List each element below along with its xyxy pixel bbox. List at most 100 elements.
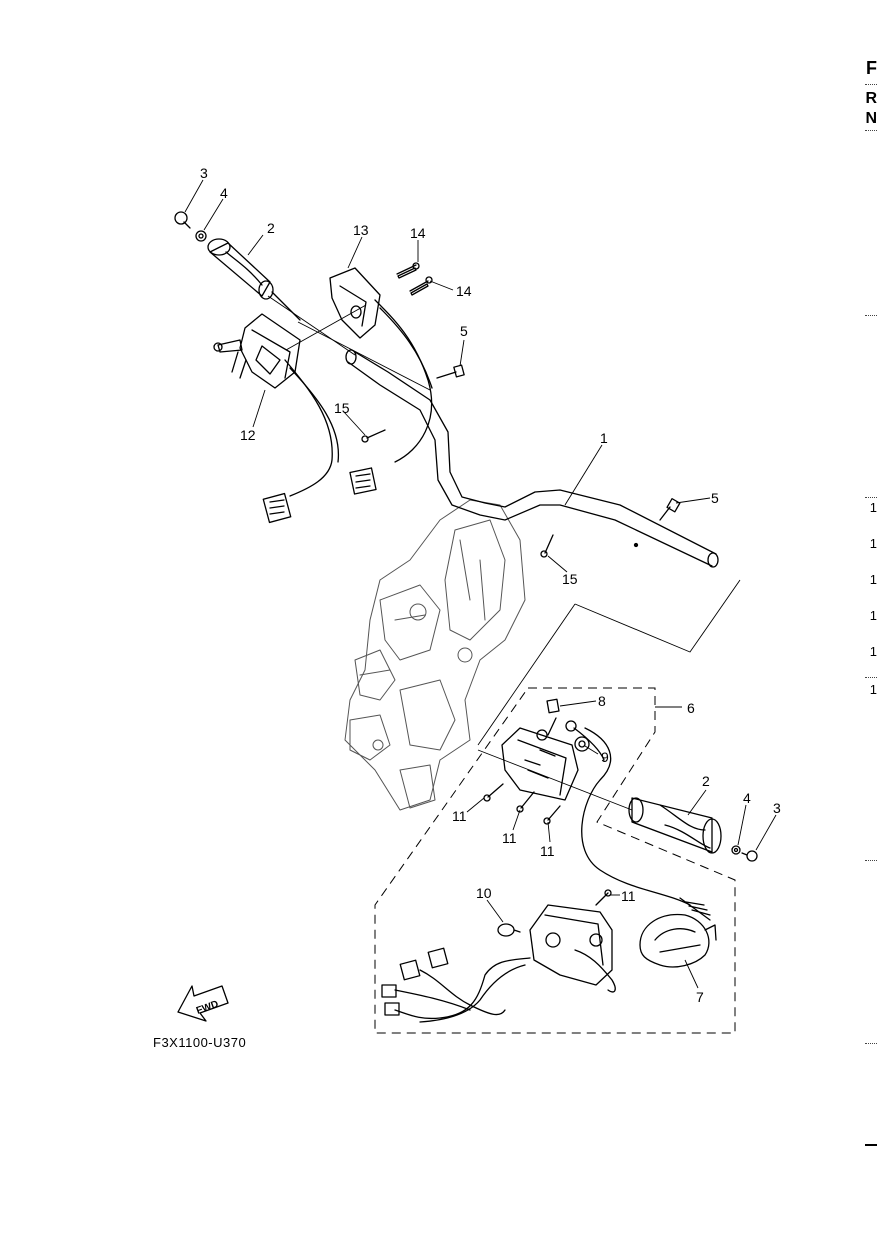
leader-line-5-upper [459, 339, 465, 367]
callout-4-upper: 4 [220, 185, 228, 201]
steering-pole-body [344, 499, 526, 811]
callout-11-b: 11 [502, 830, 517, 846]
left-grip [207, 238, 301, 321]
callout-14-upper: 14 [410, 225, 426, 241]
edge-letter-r: R [865, 90, 877, 107]
callout-5-right: 5 [711, 490, 719, 506]
fwd-label: FWD [195, 999, 220, 1017]
edge-letter-n: N [865, 110, 877, 127]
callout-10: 10 [476, 885, 492, 901]
callout-11-d: 11 [621, 888, 636, 904]
callout-5-upper: 5 [460, 323, 468, 339]
leader-line-15-upper [343, 411, 366, 436]
leader-line-4-upper [203, 198, 224, 231]
upper-cover-connector [349, 467, 377, 495]
switch-screw-4 [595, 889, 612, 906]
harness-connector-2 [427, 947, 449, 969]
leader-line-11b [512, 809, 521, 831]
leader-line-11a [466, 797, 485, 813]
edge-rule-8 [865, 1144, 877, 1146]
callout-12: 12 [240, 427, 256, 443]
harness-connector-4 [384, 1002, 400, 1016]
edge-tick-6: 1 [869, 682, 877, 697]
leader-line-3-upper [184, 179, 204, 213]
switch-cap [497, 923, 521, 937]
switch-screw-3 [543, 805, 561, 825]
leader-line-2-lower [687, 789, 707, 816]
left-grip-end-screw [174, 211, 207, 242]
callout-14-lower: 14 [456, 283, 472, 299]
left-switch-housing [213, 313, 340, 497]
callout-11-a: 11 [452, 808, 467, 824]
leader-line-4-lower [737, 804, 747, 846]
callout-9: 9 [601, 749, 609, 765]
edge-tick-2: 1 [869, 536, 877, 551]
handlebar-bolt-right [659, 498, 681, 521]
callout-7: 7 [696, 989, 704, 1005]
edge-rule-5 [865, 677, 877, 678]
projection-line-right-2 [477, 603, 576, 746]
callout-3-upper: 3 [200, 165, 208, 181]
dashed-box-6 [374, 687, 736, 1034]
callout-8: 8 [598, 693, 606, 709]
projection-line-right-1 [477, 749, 633, 811]
callout-13: 13 [353, 222, 369, 238]
leader-line-10 [486, 899, 504, 923]
harness-connector-3 [381, 984, 397, 998]
callout-15-upper: 15 [334, 400, 350, 416]
callout-6: 6 [687, 700, 695, 716]
leader-line-2-upper [247, 234, 264, 256]
projection-line-handlebar [297, 321, 431, 391]
edge-tick-4: 1 [869, 608, 877, 623]
cover-screw-upper [396, 262, 420, 279]
switch-screw-2 [516, 791, 535, 813]
right-switch-cable [581, 727, 711, 921]
leader-line-7 [684, 959, 699, 989]
harness-connector-1 [399, 959, 421, 981]
handlebar-bolt-upper [436, 364, 465, 379]
edge-rule-3 [865, 315, 877, 316]
leader-line-8 [559, 700, 597, 707]
switch-screw-1 [483, 783, 504, 802]
drawing-code: F3X1100-U370 [153, 1035, 247, 1050]
projection-line-right-3 [574, 579, 741, 653]
leader-line-5-right [675, 497, 711, 504]
callout-4-lower: 4 [743, 790, 751, 806]
leader-line-15-right [547, 555, 568, 573]
throttle-housing [529, 904, 616, 993]
right-grip [628, 797, 722, 854]
edge-rule-2 [865, 130, 877, 131]
right-grip-end-screw [731, 845, 758, 862]
wiring-harness [394, 957, 531, 1023]
upper-switch-cover [329, 267, 433, 463]
handlebar-screw-upper [361, 429, 386, 443]
handlebar-screw-right [540, 534, 554, 558]
edge-tick-5: 1 [869, 644, 877, 659]
cover-screw-lower [409, 276, 433, 296]
leader-line-1 [564, 444, 603, 506]
edge-rule-6 [865, 860, 877, 861]
right-switch-upper-half [501, 698, 605, 801]
edge-tick-3: 1 [869, 572, 877, 587]
leader-line-9 [584, 745, 599, 755]
leader-line-3-lower [755, 814, 777, 851]
projection-line-cover [285, 304, 367, 351]
leader-line-12 [252, 389, 266, 428]
edge-rule-1 [865, 84, 877, 85]
leader-line-14-lower [429, 280, 454, 291]
edge-letter-f: F [866, 58, 877, 78]
callout-3-lower: 3 [773, 800, 781, 816]
leader-line-13 [347, 236, 363, 269]
handlebar [345, 349, 719, 568]
callout-2-lower: 2 [702, 773, 710, 789]
throttle-lever [639, 913, 717, 968]
projection-line-left [267, 295, 356, 356]
callout-1: 1 [600, 430, 608, 446]
left-switch-connector [262, 492, 292, 524]
callout-2-upper: 2 [267, 220, 275, 236]
edge-rule-7 [865, 1043, 877, 1044]
edge-rule-4 [865, 497, 877, 498]
fwd-arrow-icon [177, 985, 229, 1022]
edge-tick-1: 1 [869, 500, 877, 515]
